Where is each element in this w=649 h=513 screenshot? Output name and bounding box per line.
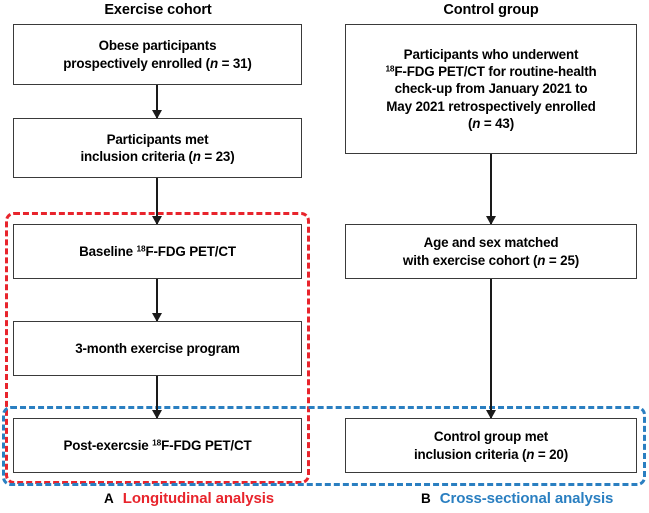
flow-box-line: 18F-FDG PET/CT for routine-health [385,63,597,80]
region-cross-sectional-analysis [2,406,646,486]
flow-box-line: 3-month exercise program [75,340,240,356]
column-title-control-group: Control group [443,2,539,18]
count-obese: 31 [232,55,248,71]
legend-tag-a: A [104,491,114,506]
flow-box-line: with exercise cohort (n = 25) [402,252,580,268]
flow-box-line: Age and sex matched [423,235,559,251]
flow-box-line: inclusion criteria (n = 23) [80,149,235,164]
arrow-inclusion-to-baseline [156,178,158,224]
isotope-superscript: 18 [136,243,146,254]
flow-box-line: Baseline 18F-FDG PET/CT [79,243,236,259]
legend-longitudinal-analysis: A Longitudinal analysis [104,490,274,507]
flow-box-line: check-up from January 2021 to [394,81,588,97]
legend-caption-a: Longitudinal analysis [122,490,275,507]
flow-box-line: (n = 43) [467,115,515,131]
arrow-obese-to-inclusion [156,85,158,118]
legend-tag-b: B [421,491,431,506]
legend-caption-b: Cross-sectional analysis [439,490,614,507]
arrow-participants-to-matched [490,154,492,224]
count-controlmet: 20 [549,446,564,462]
flow-box-age-sex-matched: Age and sex matched with exercise cohort… [345,224,637,279]
arrow-program-to-postexercise [156,376,158,418]
arrow-baseline-to-program [156,279,158,321]
flow-box-participants-met-inclusion: Participants met inclusion criteria (n =… [13,118,302,178]
isotope-superscript: 18 [385,63,395,74]
column-title-exercise-cohort: Exercise cohort [104,2,212,18]
flow-box-post-exercise-pet-ct: Post-exercsie 18F-FDG PET/CT [13,418,302,473]
flow-box-line: Control group met [433,429,549,445]
flow-box-exercise-program: 3-month exercise program [13,321,302,376]
flow-box-line: May 2021 retrospectively enrolled [386,98,596,114]
flow-box-line: inclusion criteria (n = 20) [413,446,569,462]
flow-box-line: Participants met [106,131,209,147]
flow-box-control-met-inclusion: Control group met inclusion criteria (n … [345,418,637,473]
isotope-superscript: 18 [152,437,162,448]
count-matched: 25 [560,252,575,268]
count-inclusion: 23 [215,149,231,164]
legend-cross-sectional-analysis: B Cross-sectional analysis [421,490,613,507]
arrow-matched-to-controlmet [490,279,492,418]
flow-box-line: prospectively enrolled (n = 31) [63,55,252,71]
flow-box-line: Post-exercsie 18F-FDG PET/CT [63,437,252,453]
flow-box-control-participants-enrolled: Participants who underwent 18F-FDG PET/C… [345,24,637,154]
count-participants: 43 [495,115,510,131]
flow-box-line: Participants who underwent [403,47,579,63]
flow-box-line: Obese participants [98,38,217,54]
flow-box-obese-participants: Obese participants prospectively enrolle… [13,24,302,85]
flow-box-baseline-pet-ct: Baseline 18F-FDG PET/CT [13,224,302,279]
